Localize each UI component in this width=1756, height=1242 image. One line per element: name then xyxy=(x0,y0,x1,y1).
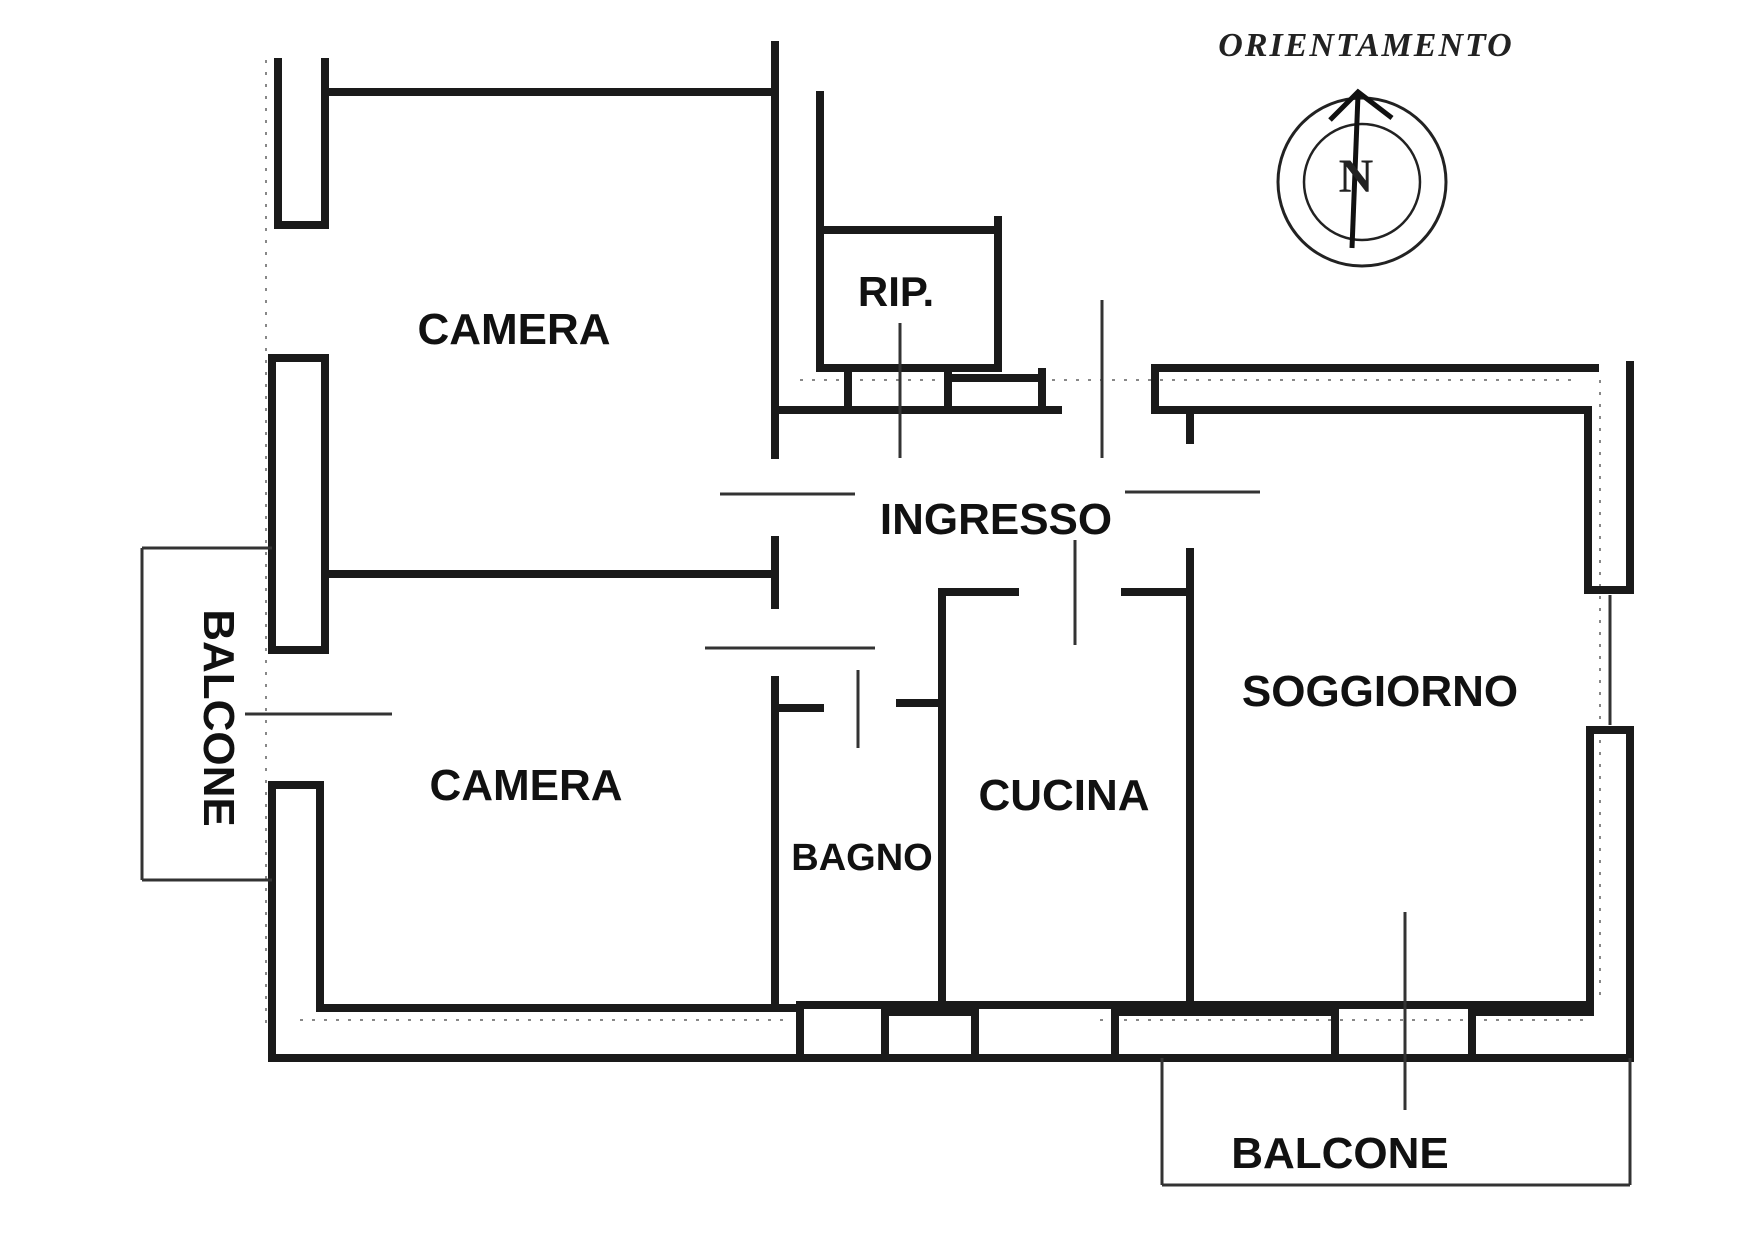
room-label-ingresso: INGRESSO xyxy=(880,495,1112,544)
walls xyxy=(268,41,1634,1062)
room-label-bagno: BAGNO xyxy=(791,837,932,879)
north-arrow-icon xyxy=(1349,94,1361,249)
room-label-camera-top: CAMERA xyxy=(417,305,610,354)
compass-north-letter: N xyxy=(1339,150,1374,203)
wall-texture xyxy=(265,60,1601,1030)
room-label-balcone-bottom: BALCONE xyxy=(1231,1129,1449,1178)
room-label-balcone-left: BALCONE xyxy=(194,609,243,827)
compass-inner-ring xyxy=(1302,122,1422,242)
compass: ORIENTAMENTO N xyxy=(1218,27,1513,268)
thin-lines xyxy=(140,300,1632,1187)
room-label-cucina: CUCINA xyxy=(978,771,1149,820)
room-label-ripostiglio: RIP. xyxy=(858,268,934,315)
room-label-camera-bottom: CAMERA xyxy=(429,761,622,810)
north-arrowhead-icon xyxy=(1328,88,1394,122)
room-label-soggiorno: SOGGIORNO xyxy=(1242,667,1518,716)
compass-title: ORIENTAMENTO xyxy=(1218,27,1513,64)
room-labels: CAMERA RIP. INGRESSO SOGGIORNO CAMERA CU… xyxy=(194,268,1518,1178)
